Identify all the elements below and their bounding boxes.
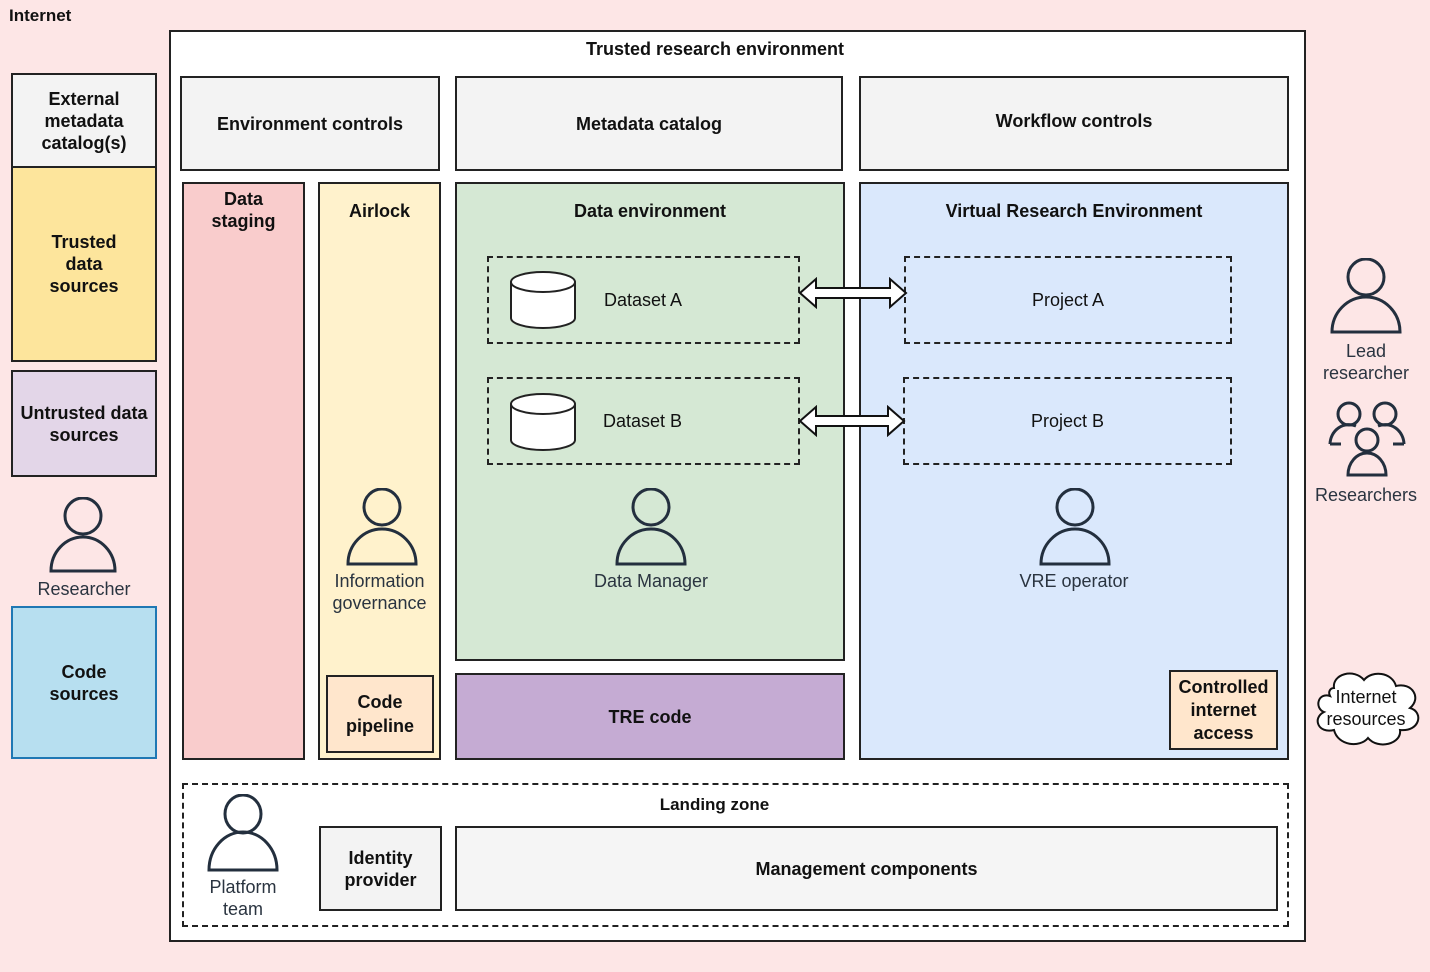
- internet-resources-cloud-icon[interactable]: [1308, 666, 1426, 750]
- metadata-catalog[interactable]: Metadata catalog: [455, 76, 843, 171]
- code-sources[interactable]: Code sources: [11, 606, 157, 759]
- controlled-internet-access[interactable]: Controlled internet access: [1169, 670, 1278, 750]
- dataset-a-label: Dataset A: [604, 290, 683, 310]
- data-staging[interactable]: Data staging: [182, 182, 305, 760]
- information-governance-label: Information governance: [332, 571, 427, 613]
- environment-controls[interactable]: Environment controls: [180, 76, 440, 171]
- workflow-controls[interactable]: Workflow controls: [859, 76, 1289, 171]
- code-pipeline[interactable]: Code pipeline: [326, 675, 434, 753]
- dataset-b-project-b-arrow: [798, 405, 908, 437]
- information-governance-icon: [346, 488, 418, 566]
- dataset-a-project-a-arrow: [798, 277, 910, 309]
- project-a-label: Project A: [1031, 290, 1105, 310]
- platform-team-icon: [207, 794, 279, 872]
- researchers-label: Researchers: [1314, 485, 1418, 505]
- project-a-boundary: [904, 256, 1232, 344]
- data-manager-label: Data Manager: [593, 571, 709, 591]
- database-icon: [509, 392, 577, 452]
- tre-title: Trusted research environment: [585, 39, 845, 59]
- untrusted-data-sources[interactable]: Untrusted data sources: [11, 370, 157, 477]
- tre-code[interactable]: TRE code: [455, 673, 845, 760]
- project-b-label: Project B: [1030, 411, 1105, 431]
- vre-operator-label: VRE operator: [1019, 571, 1129, 591]
- database-icon: [509, 270, 577, 330]
- external-metadata-catalogs[interactable]: External metadata catalog(s): [11, 73, 157, 168]
- internet-resources-label: Internet resources: [1326, 687, 1406, 729]
- researcher-label: Researcher: [37, 579, 131, 599]
- vre-operator-icon: [1039, 488, 1111, 566]
- dataset-b-label: Dataset B: [603, 411, 683, 431]
- virtual-research-environment[interactable]: Virtual Research Environment: [859, 182, 1289, 760]
- lead-researcher-icon: [1330, 258, 1402, 334]
- lead-researcher-label: Lead researcher: [1322, 341, 1410, 383]
- trusted-data-sources[interactable]: Trusted data sources: [11, 166, 157, 362]
- researchers-group-icon: [1327, 400, 1407, 478]
- dataset-a-boundary: [487, 256, 800, 344]
- internet-zone-label: Internet: [9, 6, 72, 25]
- landing-zone: [182, 783, 1289, 927]
- data-manager-icon: [615, 488, 687, 566]
- management-components[interactable]: Management components: [455, 826, 1278, 911]
- identity-provider[interactable]: Identity provider: [319, 826, 442, 911]
- airlock[interactable]: Airlock: [318, 182, 441, 760]
- platform-team-label: Platform team: [209, 877, 277, 919]
- landing-zone-title: Landing zone: [659, 795, 770, 814]
- researcher-icon: [49, 497, 117, 573]
